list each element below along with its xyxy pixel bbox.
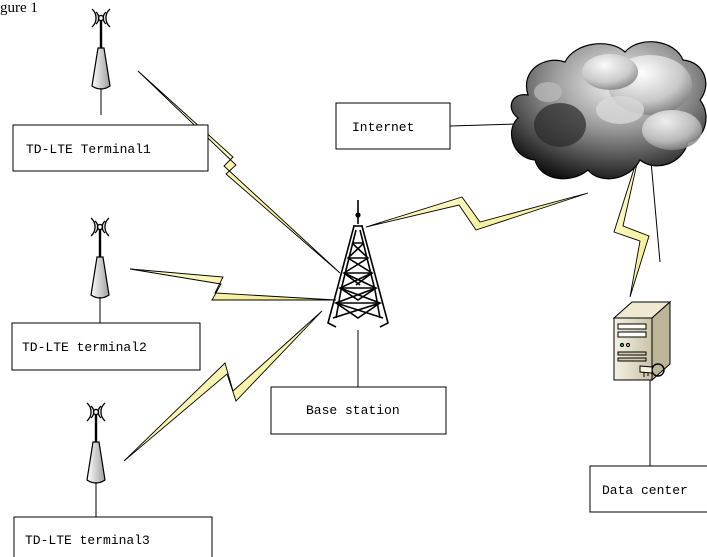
link-bolt-terminal1 — [137, 70, 341, 274]
svg-text:Data center: Data center — [602, 483, 688, 498]
antenna-terminal-icon — [89, 216, 111, 326]
antenna-terminal-icon — [85, 401, 107, 511]
link-bolt-terminal2 — [129, 268, 337, 301]
svg-text:Base station: Base station — [306, 403, 400, 418]
data-center-label: Data center — [589, 465, 707, 513]
svg-text:Internet: Internet — [352, 120, 414, 135]
link-bolt-terminal3 — [123, 310, 323, 462]
svg-text:TD-LTE terminal3: TD-LTE terminal3 — [25, 533, 150, 548]
lattice-tower-icon — [327, 200, 389, 328]
internet-cloud-icon — [510, 41, 707, 180]
server-computer-icon — [612, 300, 672, 382]
terminal2-label: TD-LTE terminal2 — [11, 322, 201, 371]
internet-label: Internet — [335, 102, 451, 150]
internet-cloud-connector — [449, 123, 517, 127]
link-bolt-internet — [365, 192, 589, 231]
cloud-datacenter-connector — [649, 149, 661, 263]
terminal3-label: TD-LTE terminal3 — [13, 516, 213, 557]
svg-text:TD-LTE terminal2: TD-LTE terminal2 — [22, 340, 147, 355]
svg-text:TD-LTE Terminal1: TD-LTE Terminal1 — [26, 142, 151, 157]
antenna-terminal-icon — [90, 7, 112, 117]
link-bolt-datacenter — [613, 149, 650, 298]
base-station-label: Base station — [270, 386, 447, 435]
figure-caption: gure 1 — [0, 0, 38, 16]
terminal1-label: TD-LTE Terminal1 — [12, 124, 209, 172]
